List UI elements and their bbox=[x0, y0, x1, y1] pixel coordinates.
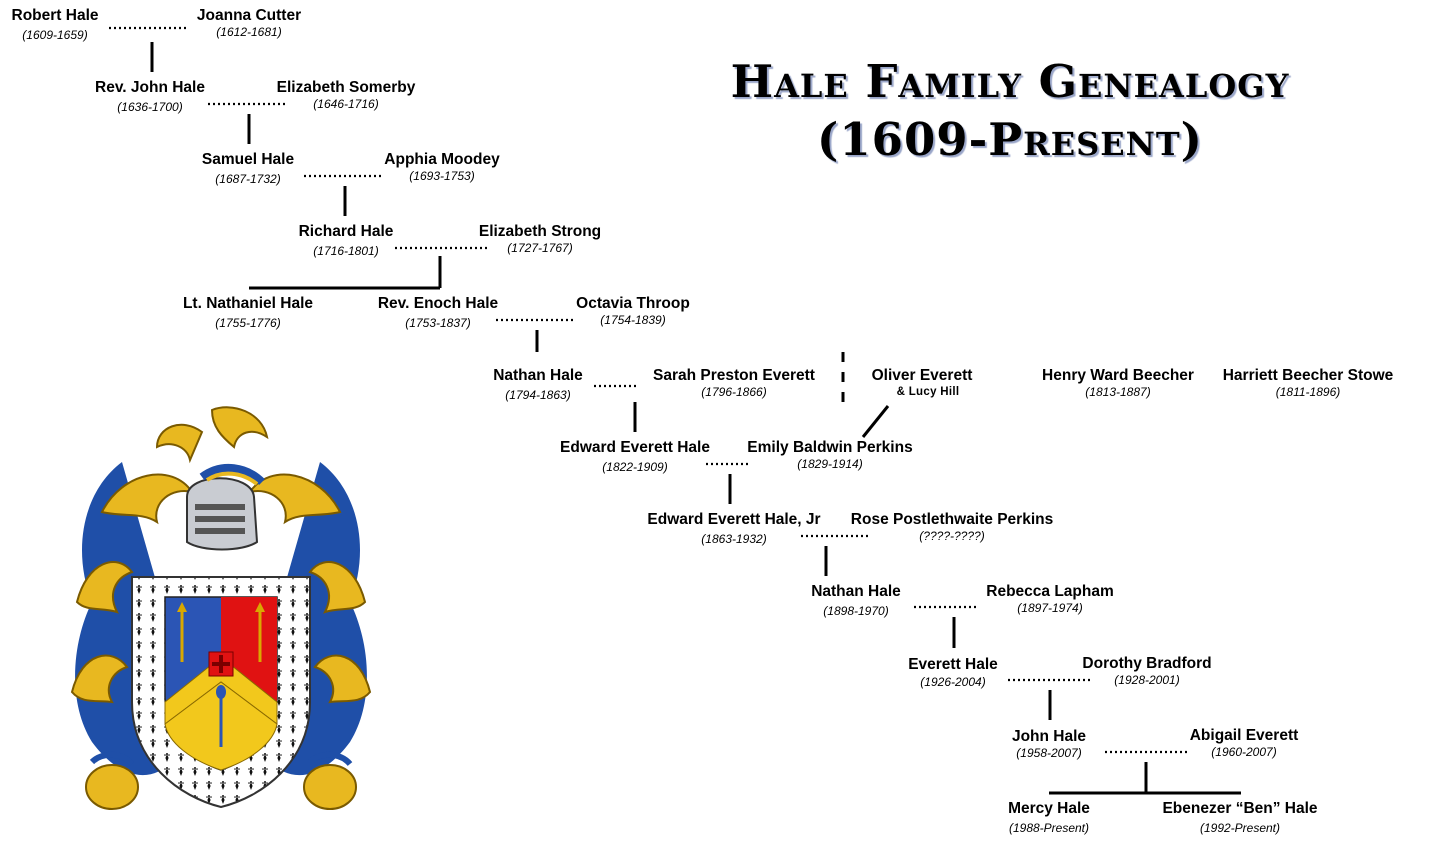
person-dates: (1755-1776) bbox=[215, 316, 281, 330]
person-dates: (1693-1753) bbox=[409, 169, 475, 183]
person-dates: (1753-1837) bbox=[405, 316, 471, 330]
person-name: Octavia Throop bbox=[576, 295, 690, 312]
coat-of-arms-icon bbox=[70, 406, 372, 810]
person-name: Oliver Everett bbox=[871, 367, 973, 384]
person-name: Ebenezer “Ben” Hale bbox=[1162, 800, 1318, 817]
person-name: Robert Hale bbox=[11, 7, 99, 24]
person-name: Apphia Moodey bbox=[384, 151, 500, 168]
person-dates: (1754-1839) bbox=[600, 313, 666, 327]
person-name: Elizabeth Somerby bbox=[276, 79, 416, 96]
person-name: Nathan Hale bbox=[811, 583, 901, 600]
person-name: Everett Hale bbox=[908, 656, 998, 673]
person-dates: (1988-Present) bbox=[1008, 821, 1090, 835]
person-dates: (1716-1801) bbox=[313, 244, 379, 258]
person-name: Rose Postlethwaite Perkins bbox=[850, 511, 1054, 528]
person-dates: (1727-1767) bbox=[507, 241, 573, 255]
person-name: Edward Everett Hale, Jr bbox=[647, 511, 821, 528]
person-name: Dorothy Bradford bbox=[1082, 655, 1212, 672]
person-name: Rev. John Hale bbox=[95, 79, 205, 96]
person-dates: (1926-2004) bbox=[920, 675, 986, 689]
person-dates: (1960-2007) bbox=[1211, 745, 1277, 759]
person-name: Samuel Hale bbox=[201, 151, 295, 168]
person-name: Elizabeth Strong bbox=[478, 223, 602, 240]
person-dates: (1687-1732) bbox=[215, 172, 281, 186]
person-dates: (1636-1700) bbox=[117, 100, 183, 114]
person-note: & Lucy Hill bbox=[896, 386, 960, 398]
person-dates: (1863-1932) bbox=[701, 532, 767, 546]
person-dates: (1796-1866) bbox=[701, 385, 767, 399]
person-dates: (1898-1970) bbox=[823, 604, 889, 618]
person-dates: (1811-1896) bbox=[1275, 385, 1341, 399]
person-name: Henry Ward Beecher bbox=[1042, 367, 1194, 384]
person-name: Abigail Everett bbox=[1189, 727, 1299, 744]
person-name: Richard Hale bbox=[298, 223, 394, 240]
person-name: Rev. Enoch Hale bbox=[377, 295, 499, 312]
person-dates: (1794-1863) bbox=[505, 388, 571, 402]
person-dates: (1928-2001) bbox=[1114, 673, 1180, 687]
person-dates: (1829-1914) bbox=[797, 457, 863, 471]
person-name: Sarah Preston Everett bbox=[653, 367, 815, 384]
person-name: Emily Baldwin Perkins bbox=[747, 439, 913, 456]
person-name: Rebecca Lapham bbox=[986, 583, 1114, 600]
person-dates: (1822-1909) bbox=[602, 460, 668, 474]
person-name: Joanna Cutter bbox=[196, 7, 302, 24]
person-name: Edward Everett Hale bbox=[560, 439, 710, 456]
person-dates: (1992-Present) bbox=[1199, 821, 1281, 835]
person-dates: (1609-1659) bbox=[22, 28, 88, 42]
person-dates: (1958-2007) bbox=[1016, 746, 1082, 760]
descent-line bbox=[861, 405, 890, 438]
person-name: Mercy Hale bbox=[1008, 800, 1090, 817]
person-dates: (1612-1681) bbox=[216, 25, 282, 39]
person-name: Lt. Nathaniel Hale bbox=[182, 295, 314, 312]
person-dates: (1646-1716) bbox=[313, 97, 379, 111]
person-dates: (1813-1887) bbox=[1085, 385, 1151, 399]
page-title: Hale Family Genealogy bbox=[730, 55, 1290, 108]
person-dates: (????-????) bbox=[919, 529, 985, 543]
page-subtitle: (1609-Present) bbox=[817, 113, 1203, 166]
person-dates: (1897-1974) bbox=[1017, 601, 1083, 615]
person-name: Harriett Beecher Stowe bbox=[1222, 367, 1394, 384]
person-name: John Hale bbox=[1011, 728, 1087, 745]
person-name: Nathan Hale bbox=[493, 367, 583, 384]
